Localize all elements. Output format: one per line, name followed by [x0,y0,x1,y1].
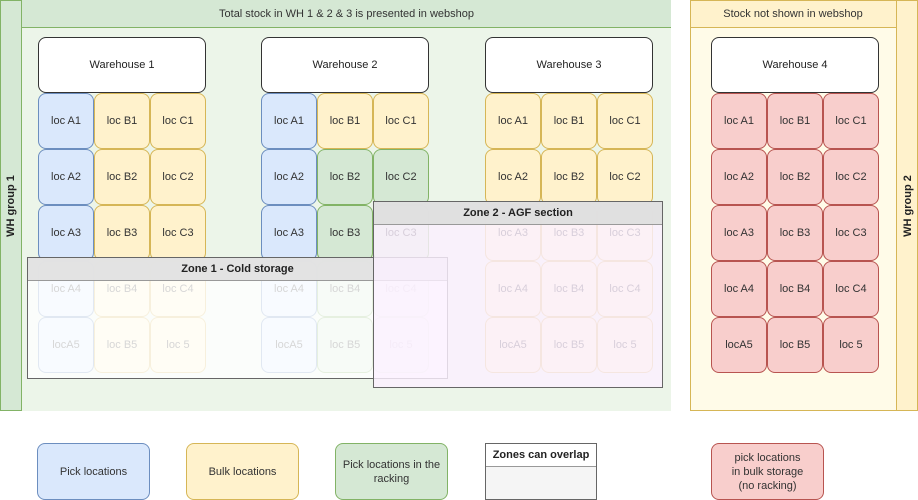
location-cell[interactable]: loc C4 [823,261,879,317]
warehouse-4-header: Warehouse 4 [711,37,879,93]
legend-bulk-locations: Bulk locations [186,443,299,500]
location-cell[interactable]: loc A2 [261,149,317,205]
location-cell[interactable]: loc B1 [94,93,150,149]
legend-bulk-storage: pick locations in bulk storage (no racki… [711,443,824,500]
location-cell[interactable]: loc B3 [94,205,150,261]
legend-bulk-storage-line3: (no racking) [738,479,797,492]
wh-group-1-sidebar: WH group 1 [0,0,22,411]
legend-zones-text: Zones can overlap [486,444,596,467]
location-cell[interactable]: loc C2 [150,149,206,205]
location-cell[interactable]: loc B2 [767,149,823,205]
legend-bulk-storage-line1: pick locations [734,451,801,464]
warehouse-3-header: Warehouse 3 [485,37,653,93]
wh-group-2-sidebar: WH group 2 [896,0,918,411]
location-cell[interactable]: loc B2 [317,149,373,205]
location-cell[interactable]: loc C3 [150,205,206,261]
location-cell[interactable]: loc C1 [373,93,429,149]
location-cell[interactable]: loc B2 [94,149,150,205]
location-cell[interactable]: loc 5 [823,317,879,373]
legend-racking-locations: Pick locations in the racking [335,443,448,500]
legend-pick-text: Pick locations [59,465,128,478]
location-cell[interactable]: loc C1 [150,93,206,149]
location-cell[interactable]: loc C1 [823,93,879,149]
location-cell[interactable]: loc B2 [541,149,597,205]
wh-group-1-header: Total stock in WH 1 & 2 & 3 is presented… [22,0,671,28]
location-cell[interactable]: loc A1 [711,93,767,149]
warehouse-2-header: Warehouse 2 [261,37,429,93]
location-cell[interactable]: loc A3 [38,205,94,261]
location-cell[interactable]: loc C2 [373,149,429,205]
legend-bulk-storage-line2: in bulk storage [731,465,804,478]
location-cell[interactable]: loc A2 [485,149,541,205]
location-cell[interactable]: loc A1 [261,93,317,149]
location-cell[interactable]: loc C3 [823,205,879,261]
zone-2-agf-section[interactable]: Zone 2 - AGF section [373,201,663,388]
location-cell[interactable]: loc A1 [38,93,94,149]
location-cell[interactable]: loc A3 [711,205,767,261]
zone-1-title: Zone 1 - Cold storage [28,258,447,281]
legend-bulk-text: Bulk locations [208,465,277,478]
legend-zones-overlap: Zones can overlap [485,443,597,500]
wh-group-1-header-text: Total stock in WH 1 & 2 & 3 is presented… [219,7,474,20]
location-cell[interactable]: loc B3 [317,205,373,261]
location-cell[interactable]: loc C2 [823,149,879,205]
location-cell[interactable]: loc B1 [767,93,823,149]
wh-group-2-header-text: Stock not shown in webshop [723,7,863,20]
location-cell[interactable]: loc A2 [711,149,767,205]
location-cell[interactable]: locA5 [711,317,767,373]
zone-2-title: Zone 2 - AGF section [374,202,662,225]
location-cell[interactable]: loc B1 [317,93,373,149]
location-cell[interactable]: loc A3 [261,205,317,261]
location-cell[interactable]: loc B5 [767,317,823,373]
location-cell[interactable]: loc A2 [38,149,94,205]
location-cell[interactable]: loc B4 [767,261,823,317]
location-cell[interactable]: loc A4 [711,261,767,317]
location-cell[interactable]: loc A1 [485,93,541,149]
wh-group-2-label: WH group 2 [901,174,914,237]
location-cell[interactable]: loc C1 [597,93,653,149]
location-cell[interactable]: loc B3 [767,205,823,261]
warehouse-1-header: Warehouse 1 [38,37,206,93]
wh-group-1-label: WH group 1 [4,174,17,237]
location-cell[interactable]: loc B1 [541,93,597,149]
legend-racking-text: Pick locations in the racking [342,458,441,485]
location-cell[interactable]: loc C2 [597,149,653,205]
wh-group-2-header: Stock not shown in webshop [690,0,896,28]
legend-pick-locations: Pick locations [37,443,150,500]
